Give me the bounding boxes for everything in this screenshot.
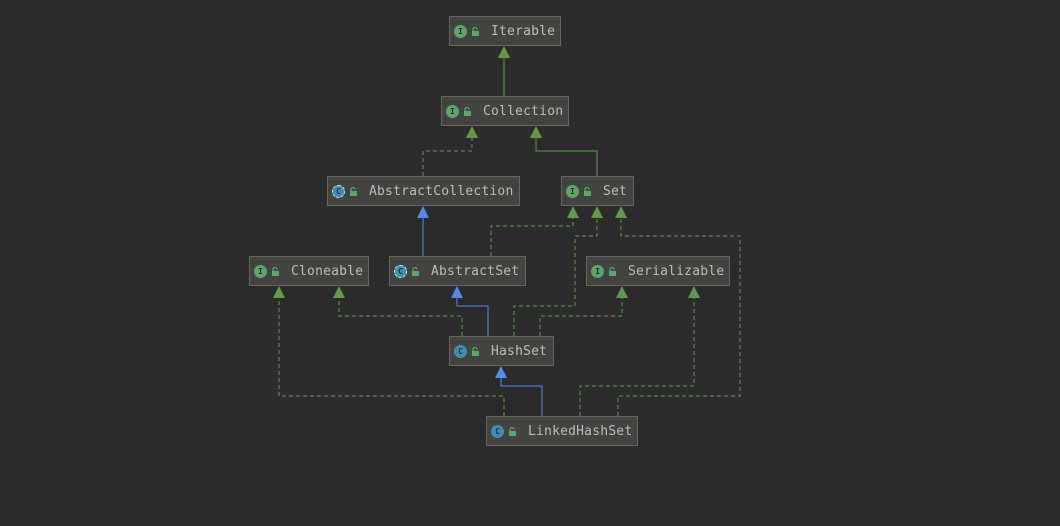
public-lock-icon <box>271 266 280 276</box>
public-lock-icon <box>471 26 480 36</box>
arrowhead <box>498 46 510 58</box>
public-lock-icon <box>583 186 592 196</box>
class-name: AbstractSet <box>431 263 520 279</box>
class-name: AbstractCollection <box>369 183 514 199</box>
public-lock-icon <box>349 186 358 196</box>
edge-hashset-serializable <box>539 298 623 336</box>
edge-abstractset-set <box>490 218 574 256</box>
node-collection[interactable]: I Collection <box>441 96 569 126</box>
interface-icon: I <box>591 264 604 278</box>
node-abstractset[interactable]: C AbstractSet <box>389 256 526 286</box>
arrowhead <box>451 286 463 298</box>
class-name: Set <box>603 183 628 199</box>
edge-hashset-abstractset <box>456 298 489 336</box>
edge-hashset-set <box>513 218 598 336</box>
class-name: Iterable <box>491 23 556 39</box>
public-lock-icon <box>508 426 517 436</box>
class-name: Collection <box>483 103 564 119</box>
class-name: LinkedHashSet <box>528 423 633 439</box>
public-lock-icon <box>608 266 617 276</box>
class-icon: C <box>491 424 504 438</box>
edge-abstractcollection-collection <box>422 138 473 176</box>
public-lock-icon <box>471 346 480 356</box>
node-cloneable[interactable]: I Cloneable <box>249 256 369 286</box>
edge-linkedhashset-hashset <box>500 378 543 416</box>
abstract-class-icon: C <box>332 184 345 198</box>
edge-linkedhashset-serializable <box>579 298 695 416</box>
public-lock-icon <box>463 106 472 116</box>
arrowhead <box>567 206 579 218</box>
interface-icon: I <box>454 24 467 38</box>
edge-hashset-cloneable <box>338 298 463 336</box>
arrowhead <box>591 206 603 218</box>
edge-linkedhashset-cloneable <box>278 298 505 416</box>
node-serializable[interactable]: I Serializable <box>586 256 730 286</box>
interface-icon: I <box>566 184 579 198</box>
arrowhead <box>333 286 345 298</box>
arrowhead <box>495 366 507 378</box>
node-hashset[interactable]: C HashSet <box>449 336 554 366</box>
edge-linkedhashset-set <box>617 218 741 416</box>
class-name: HashSet <box>491 343 548 359</box>
arrowhead <box>616 286 628 298</box>
public-lock-icon <box>411 266 420 276</box>
arrowhead <box>530 126 542 138</box>
edge-set-collection <box>535 138 598 176</box>
node-abstractcollection[interactable]: C AbstractCollection <box>327 176 520 206</box>
arrowhead <box>688 286 700 298</box>
arrowhead <box>273 286 285 298</box>
class-icon: C <box>454 344 467 358</box>
interface-icon: I <box>446 104 459 118</box>
interface-icon: I <box>254 264 267 278</box>
arrowhead <box>466 126 478 138</box>
class-name: Cloneable <box>291 263 364 279</box>
class-name: Serializable <box>628 263 725 279</box>
abstract-class-icon: C <box>394 264 407 278</box>
arrowhead <box>417 206 429 218</box>
arrowhead <box>615 206 627 218</box>
node-linkedhashset[interactable]: C LinkedHashSet <box>486 416 638 446</box>
node-iterable[interactable]: I Iterable <box>449 16 561 46</box>
node-set[interactable]: I Set <box>561 176 634 206</box>
